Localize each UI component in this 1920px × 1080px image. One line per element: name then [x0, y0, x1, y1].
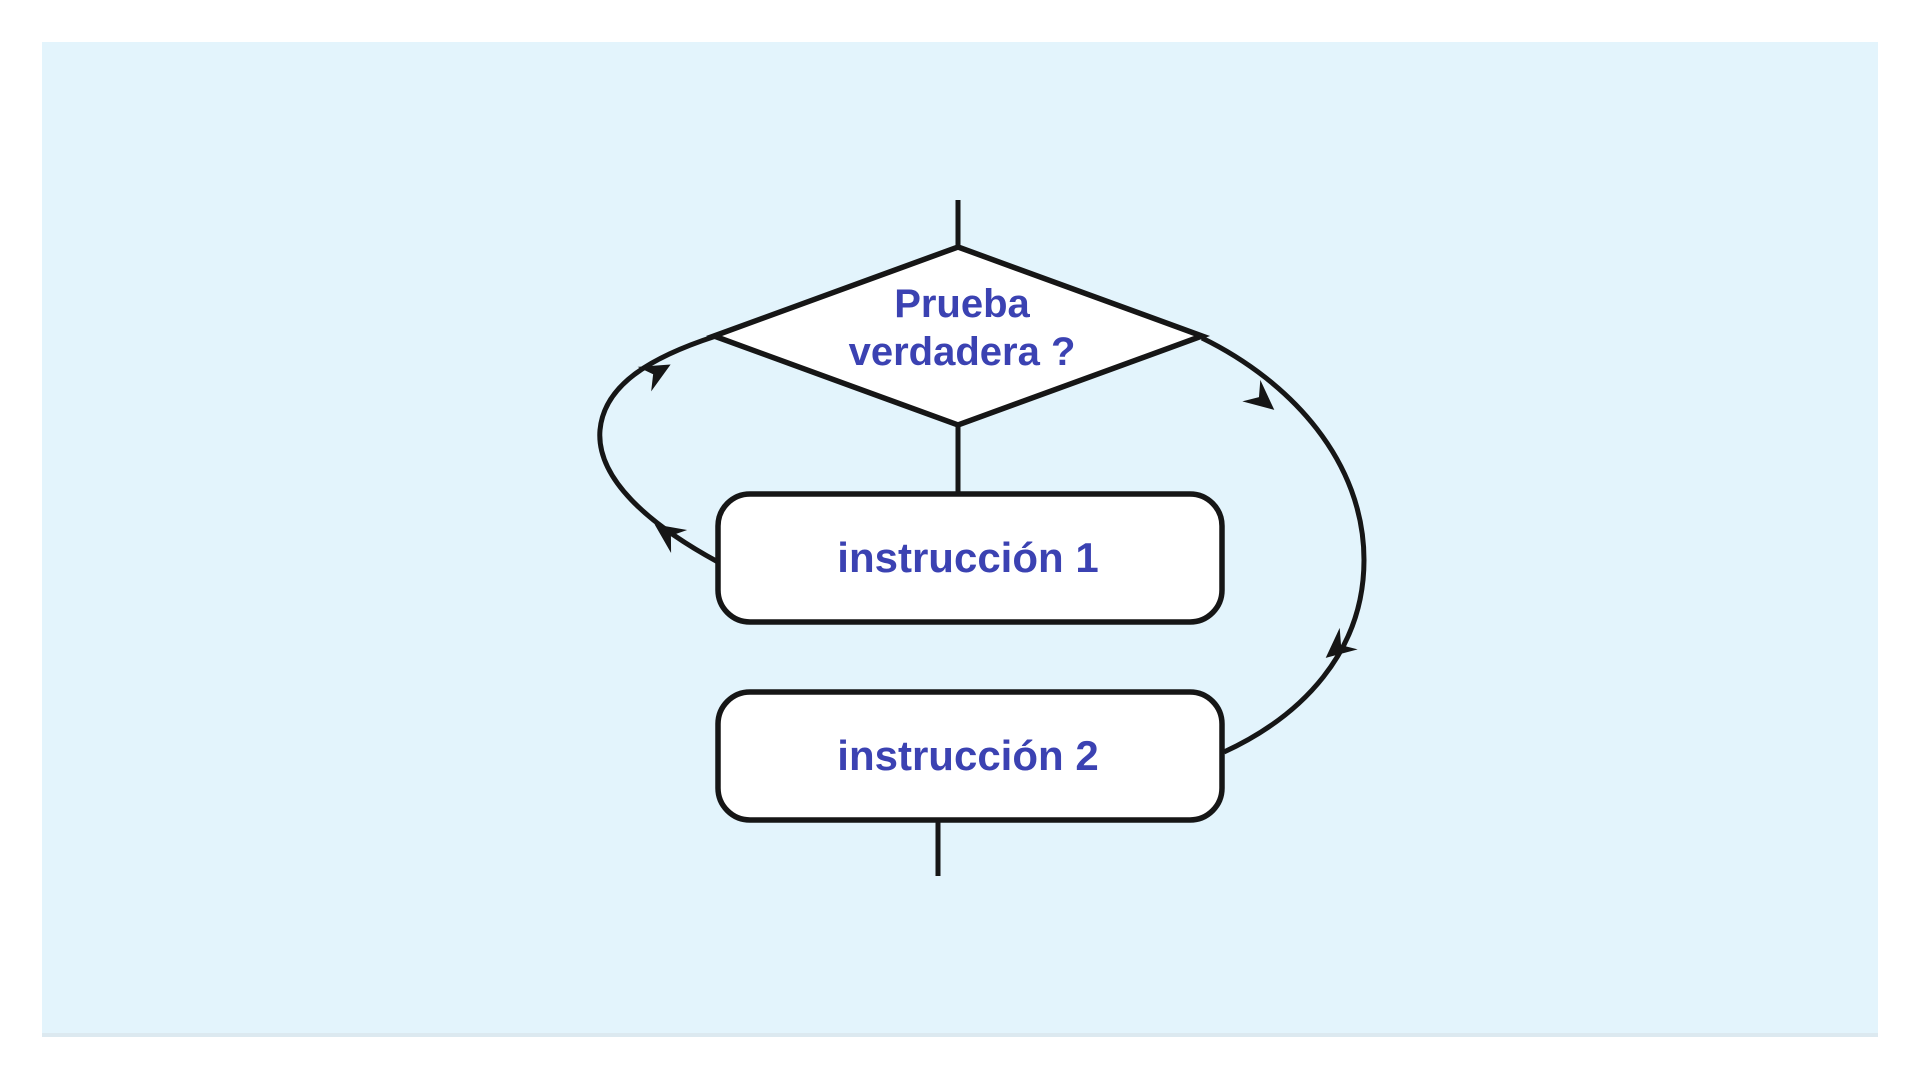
process-box-instruction1 — [715, 491, 1225, 625]
decision-diamond — [705, 244, 1211, 428]
arrowhead-icon — [637, 364, 671, 392]
decision-label-line2: verdadera ? — [849, 330, 1076, 374]
canvas-bottom-edge — [42, 1033, 1878, 1037]
instruction1-label: instrucción 1 — [837, 534, 1098, 581]
arrowhead-icon — [654, 524, 688, 553]
arrowhead-icon — [1325, 627, 1358, 658]
arrowhead-icon — [1242, 379, 1275, 410]
instruction2-label: instrucción 2 — [837, 732, 1098, 779]
process-box-instruction2 — [715, 689, 1225, 823]
decision-label-line1: Prueba — [894, 282, 1030, 326]
edge-exit-branch-curve — [1200, 335, 1367, 755]
